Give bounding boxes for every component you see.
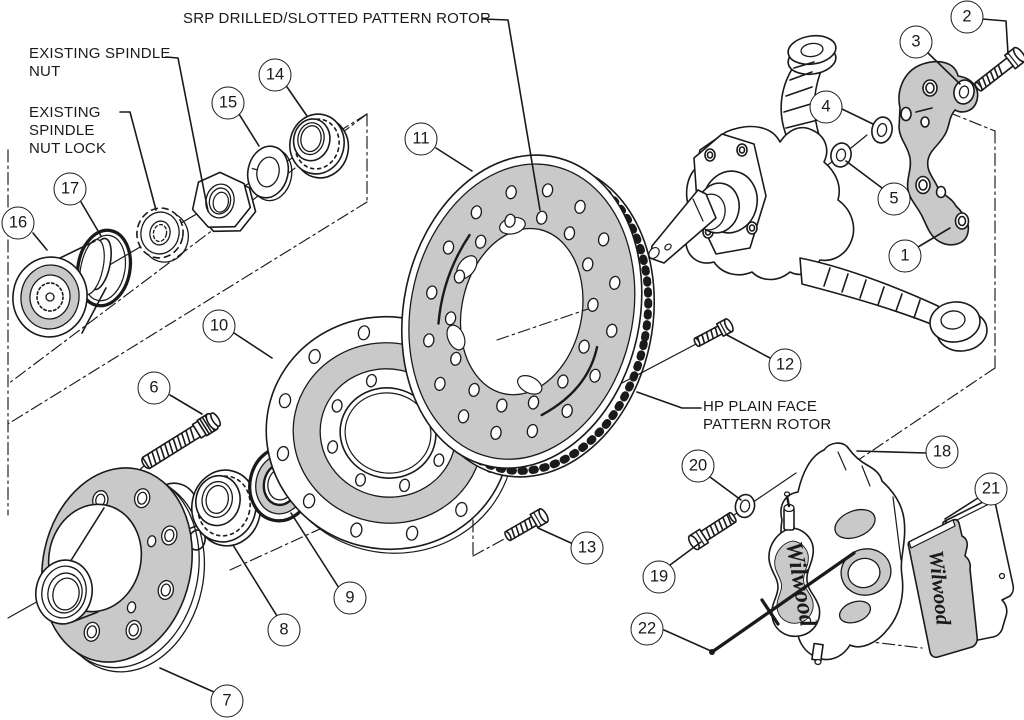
spindle-washer-drawing (246, 145, 293, 202)
callout-22: 22 (630, 612, 664, 646)
outer-bearing-drawing (289, 113, 350, 179)
callout-1: 1 (888, 239, 922, 273)
spindle-knuckle-drawing (648, 34, 988, 352)
callout-8: 8 (267, 613, 301, 647)
callout-3: 3 (899, 25, 933, 59)
callout-6: 6 (137, 371, 171, 405)
bolt-13-drawing (504, 508, 549, 542)
cap-stamped-lettering (36, 282, 64, 312)
caliper-drawing: Wilwood (768, 442, 906, 666)
arm-hatching (783, 61, 921, 319)
callout-14: 14 (258, 58, 292, 92)
bolt-2-drawing (974, 46, 1024, 92)
leader-lines (32, 18, 1009, 693)
callout-15: 15 (211, 86, 245, 120)
washer-4-drawing (871, 116, 893, 144)
callout-13: 13 (570, 531, 604, 565)
callout-20: 20 (681, 449, 715, 483)
callout-21: 21 (974, 472, 1008, 506)
inner-bearing-drawing (191, 469, 262, 547)
callout-7: 7 (210, 684, 244, 718)
bolt-19-drawing (687, 511, 737, 551)
hub-drawing (35, 467, 206, 673)
rotor-drill-holes (423, 183, 621, 440)
callout-9: 9 (333, 581, 367, 615)
callout-11: 11 (404, 122, 438, 156)
callout-10: 10 (202, 309, 236, 343)
bolt12-align-line (621, 342, 699, 384)
washer-3-drawing (953, 79, 975, 105)
retainer-pin-drawing (709, 551, 856, 655)
callout-19: 19 (642, 560, 676, 594)
rotor-drawing (400, 154, 656, 478)
callout-5: 5 (877, 182, 911, 216)
label-srp-rotor: SRP DRILLED/SLOTTED PATTERN ROTOR (183, 10, 492, 27)
callout-2: 2 (950, 0, 984, 34)
label-existing-spindle-nut: EXISTING SPINDLE NUT (29, 45, 171, 80)
rotor-axis-dash (496, 308, 589, 341)
callout-12: 12 (768, 348, 802, 382)
callout-17: 17 (53, 172, 87, 206)
callout-16: 16 (1, 206, 35, 240)
callout-18: 18 (925, 435, 959, 469)
dust-cap-drawing (12, 237, 112, 338)
callout-4: 4 (809, 90, 843, 124)
bolt-12-drawing (693, 318, 734, 348)
label-existing-spindle-nut-lock: EXISTING SPINDLE NUT LOCK (29, 104, 107, 157)
spindle-nut-drawing (191, 171, 257, 233)
label-hp-rotor: HP PLAIN FACE PATTERN ROTOR (703, 398, 832, 433)
wheel-stud-drawing (141, 412, 222, 470)
spindle-nut-lock-drawing (136, 207, 189, 263)
brake-pads-drawing: Wilwood (907, 497, 1015, 659)
